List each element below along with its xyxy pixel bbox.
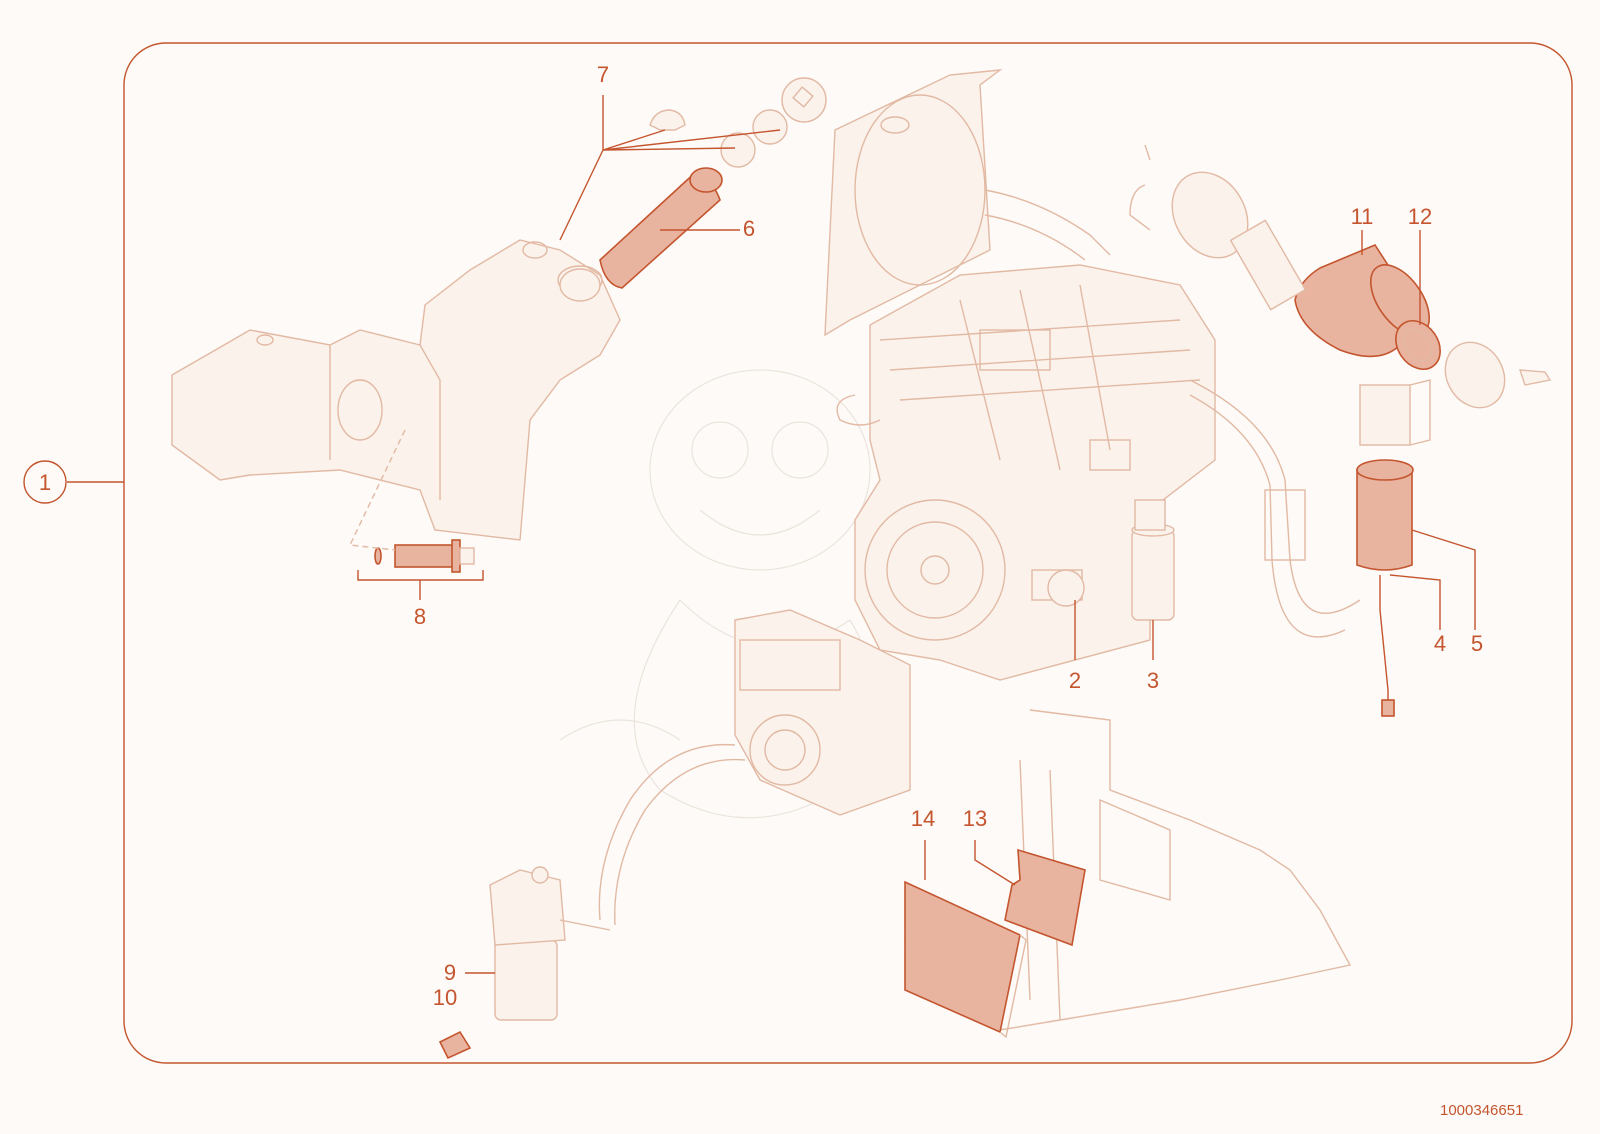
part-2-oil-filter: [1031, 569, 1085, 607]
air-filter-housing: [1129, 144, 1552, 409]
hydraulic-tank: [171, 239, 621, 541]
part-6-tank-filter-element: [559, 167, 723, 302]
callout-10: 10: [433, 985, 457, 1010]
callout-5: 5: [1471, 631, 1483, 656]
callout-14: 14: [911, 806, 935, 831]
part-5-fuel-prefilter: [1356, 379, 1431, 571]
callout-2: 2: [1069, 668, 1081, 693]
callout-7: 7: [597, 62, 609, 87]
part-4-water-sensor: [1379, 575, 1395, 717]
callout-11: 11: [1351, 204, 1374, 229]
part-9-return-filter: [489, 866, 611, 1021]
callout-1-circle: [23, 460, 67, 504]
callout-8: 8: [414, 604, 426, 629]
leader-lines: [357, 95, 1476, 974]
part-10-insert: [438, 1030, 472, 1060]
part-3-fuel-filter: [1131, 499, 1175, 621]
part-13-cab-filter: [1004, 848, 1086, 947]
air-hose: [984, 189, 1111, 261]
callout-4: 4: [1434, 631, 1446, 656]
part-14-cab-filter: [904, 880, 1027, 1039]
part-8-strainer: [348, 429, 475, 573]
callout-1: 1: [39, 470, 51, 495]
callout-6: 6: [743, 216, 755, 241]
pump-hose: [598, 743, 746, 926]
callout-3: 3: [1147, 668, 1159, 693]
callout-9: 9: [444, 960, 456, 985]
part-7-seal-kit: [649, 77, 827, 168]
callout-13: 13: [963, 806, 987, 831]
cab-floor: [959, 709, 1352, 1031]
kit-frame: [123, 42, 1573, 1064]
document-number: 1000346651: [1440, 1102, 1524, 1119]
part-12-air-filter-secondary: [1395, 320, 1441, 370]
hydraulic-pump: [734, 609, 911, 816]
callout-12: 12: [1408, 204, 1432, 229]
